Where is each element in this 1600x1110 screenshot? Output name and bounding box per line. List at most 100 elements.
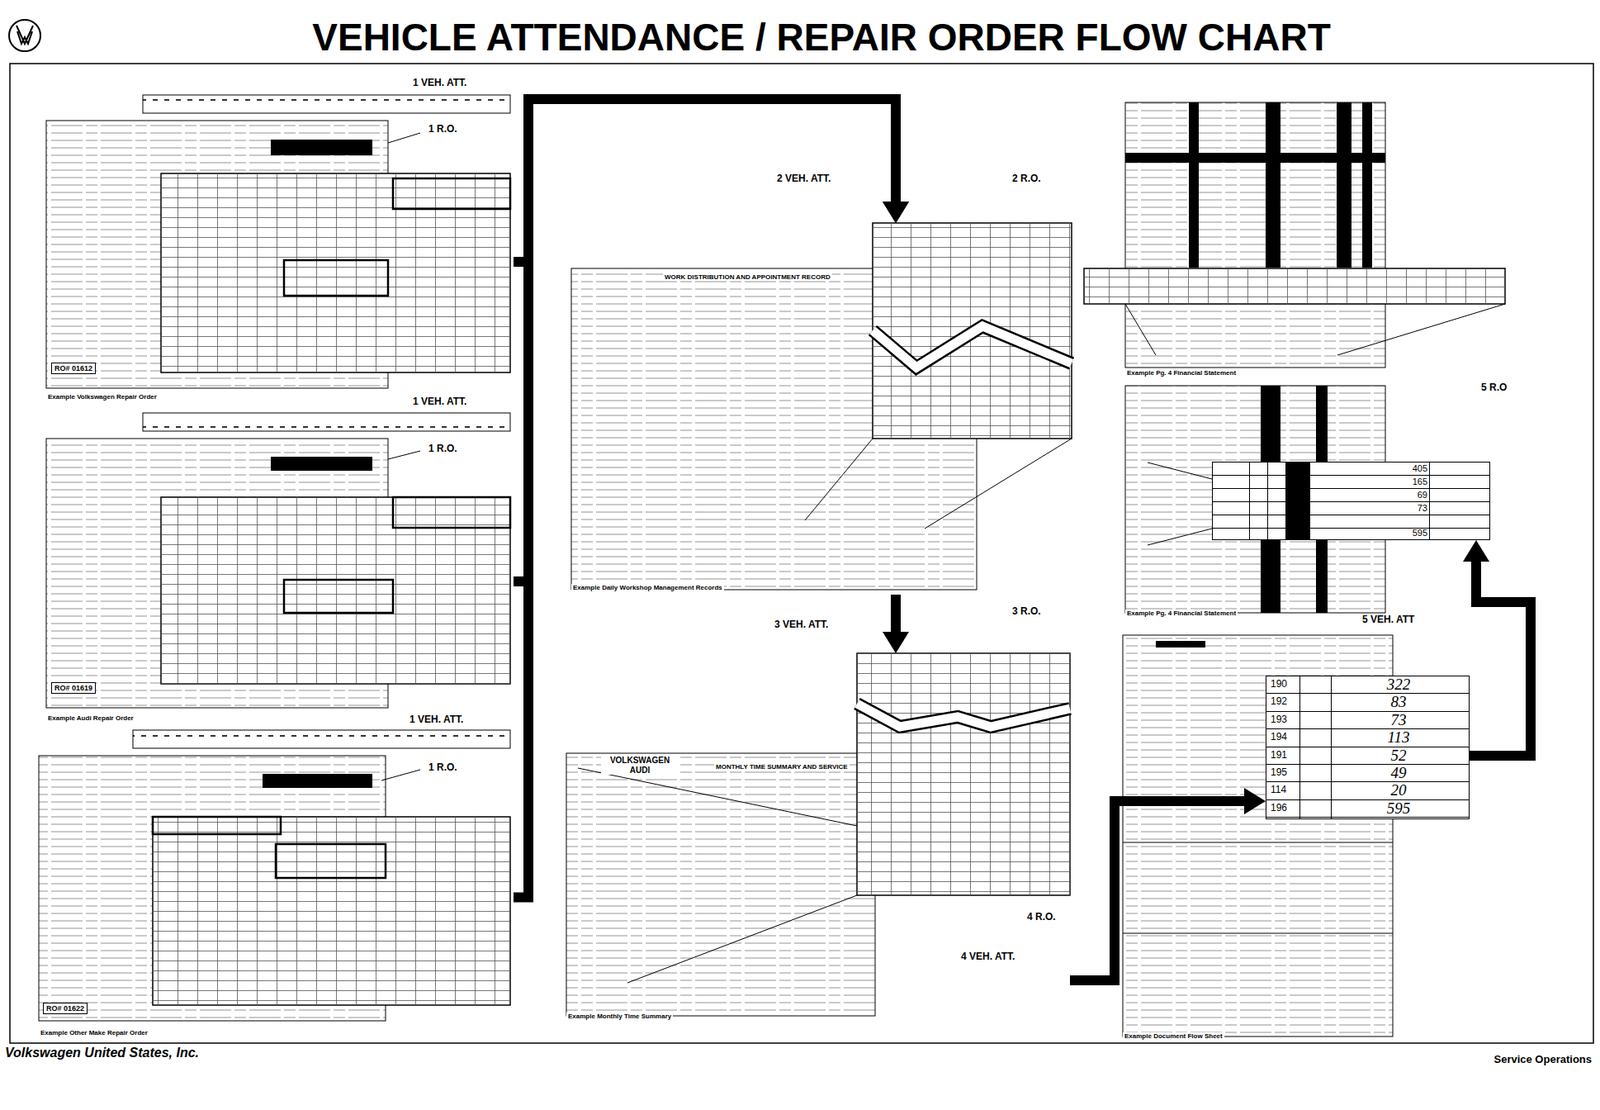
step-label: 1 VEH. ATT. — [411, 77, 469, 90]
leader-line — [1125, 303, 1506, 356]
arrowhead — [882, 631, 909, 654]
form-document: RO# 01622Example Other Make Repair Order — [38, 755, 514, 1039]
table-value: 73 — [1377, 502, 1428, 514]
time-summary — [566, 752, 876, 1016]
caption: Example Daily Workshop Management Record… — [571, 583, 725, 592]
arrowhead — [882, 201, 909, 223]
highlight-box — [275, 843, 386, 878]
step-label: 1 R.O. — [426, 762, 460, 774]
row-code: 194 — [1270, 731, 1288, 744]
form-zoom — [160, 497, 511, 684]
row-code: 192 — [1270, 695, 1288, 708]
step-label: 1 R.O. — [426, 123, 460, 136]
step-label: 3 VEH. ATT. — [772, 619, 830, 631]
handwritten-value: 49 — [1332, 763, 1465, 782]
break-line — [872, 326, 1072, 368]
step-label: 1 VEH. ATT. — [411, 396, 469, 408]
form-bar — [262, 773, 373, 788]
highlight-box — [392, 497, 511, 528]
attendance-strip — [142, 94, 511, 114]
handwritten-value: 322 — [1332, 675, 1465, 694]
caption: Example Pg. 4 Financial Statement — [1125, 609, 1238, 617]
break-line — [856, 703, 1070, 727]
form-document: RO# 01619Example Audi Repair Order — [46, 438, 514, 725]
form-bar — [270, 456, 373, 471]
statement-bar — [1188, 102, 1199, 268]
ro-number: RO# 01612 — [51, 362, 96, 374]
handwritten-value: 73 — [1332, 710, 1465, 729]
form-zoom-grid — [160, 173, 511, 373]
frame — [9, 63, 1594, 1043]
handwritten-value: 595 — [1332, 799, 1465, 818]
handwritten-value: 83 — [1332, 692, 1465, 711]
handwritten-value: 20 — [1332, 781, 1465, 800]
statement-zoom — [1084, 268, 1506, 304]
form-heading: MONTHLY TIME SUMMARY AND SERVICE — [714, 762, 850, 771]
table-value: 165 — [1377, 476, 1428, 488]
caption: Example Document Flow Sheet — [1122, 1031, 1225, 1040]
row-code: 193 — [1270, 714, 1288, 726]
highlight-box — [284, 579, 393, 613]
flow-arrow — [890, 594, 901, 633]
flow-arrow — [513, 99, 896, 898]
break-line — [856, 703, 1070, 727]
footer-text: Service Operations — [1492, 1053, 1595, 1066]
highlight-box — [152, 816, 281, 834]
form-document: WORK DISTRIBUTION AND APPOINTMENT RECORD… — [571, 222, 1074, 595]
leader-line — [388, 132, 421, 143]
leader-line — [388, 450, 421, 460]
statement-bar — [1125, 152, 1386, 163]
row-code: 196 — [1270, 802, 1288, 815]
caption: Example Volkswagen Repair Order — [46, 392, 159, 401]
highlight-box — [392, 178, 511, 209]
table-value: 69 — [1377, 489, 1428, 501]
form-heading: VOLKSWAGEN AUDI — [601, 755, 679, 775]
arrowhead — [1244, 787, 1266, 815]
handwritten-value: 52 — [1332, 746, 1465, 765]
step-label: 2 VEH. ATT. — [775, 173, 833, 185]
record-zoom — [872, 222, 1072, 439]
step-label: 1 VEH. ATT. — [407, 714, 465, 726]
statement-bar — [1362, 102, 1373, 268]
statement-zoom-grid — [1084, 268, 1506, 304]
form-zoom-grid — [160, 497, 511, 684]
attendance-strip — [142, 412, 511, 431]
caption: Example Pg. 4 Financial Statement — [1125, 369, 1238, 377]
step-label: 5 VEH. ATT — [1360, 614, 1416, 626]
leader-line — [1147, 462, 1212, 545]
step-label: 5 R.O — [1479, 382, 1509, 394]
vw-logo — [9, 19, 41, 52]
break-line — [872, 326, 1072, 368]
table-value: 405 — [1377, 463, 1428, 474]
row-code: 114 — [1270, 784, 1287, 796]
caption: Example Other Make Repair Order — [38, 1028, 150, 1037]
chart-title: VEHICLE ATTENDANCE / REPAIR ORDER FLOW C… — [206, 18, 1437, 57]
sheet-rule — [1122, 842, 1393, 933]
leader-line — [804, 438, 1072, 529]
footer-text: Volkswagen United States, Inc. — [3, 1045, 201, 1061]
step-label: 4 VEH. ATT. — [959, 951, 1017, 963]
table-value: 595 — [1377, 527, 1428, 539]
caption: Example Audi Repair Order — [46, 714, 136, 722]
highlight-box — [284, 260, 389, 296]
logo-ring — [9, 19, 41, 52]
attendance-strip — [132, 729, 511, 748]
financial-statement — [1125, 102, 1386, 368]
summary-zoom-grid — [856, 653, 1070, 895]
arrowhead — [882, 201, 909, 223]
record-zoom-grid — [872, 222, 1072, 439]
statement-bar — [1265, 102, 1281, 268]
form-zoom-grid — [152, 816, 511, 1005]
step-label: 2 R.O. — [1010, 173, 1043, 185]
sheet-header — [1155, 640, 1206, 648]
logo-letters — [16, 25, 34, 44]
step-label: 4 R.O. — [1025, 911, 1058, 924]
step-label: 1 R.O. — [426, 443, 460, 455]
row-code: 191 — [1270, 749, 1288, 762]
arrowhead — [1462, 539, 1490, 562]
form-bar — [270, 139, 373, 156]
data-table: 405 1656973 595 — [1211, 461, 1491, 540]
form-zoom — [152, 816, 511, 1005]
